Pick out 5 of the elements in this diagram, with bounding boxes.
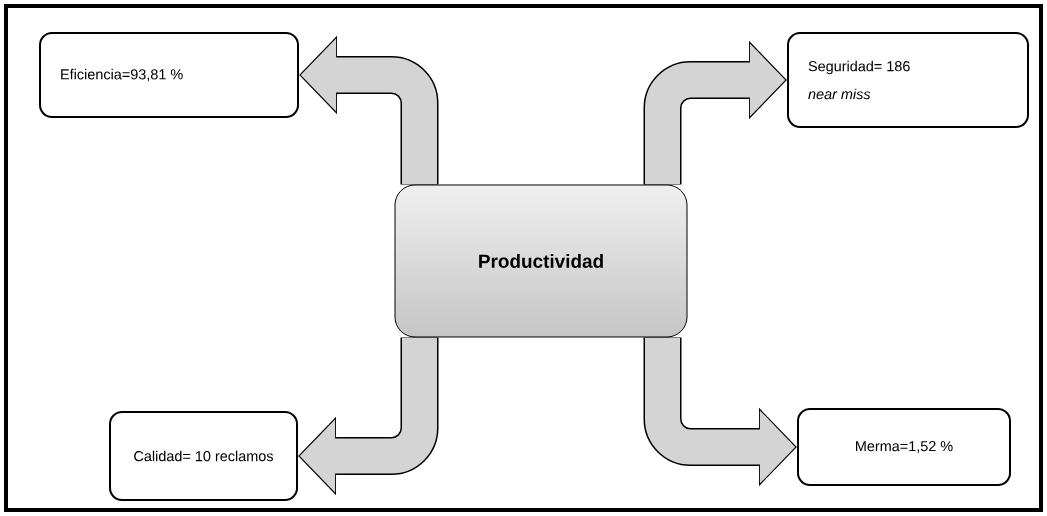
- process-box: Productividad: [394, 184, 688, 338]
- result-box: Merma=1,52 %: [797, 408, 1011, 486]
- result-box: Seguridad= 186 near miss: [787, 32, 1029, 128]
- result-box: Calidad= 10 reclamos: [109, 411, 298, 501]
- result-box: Eficiencia=93,81 %: [39, 32, 299, 118]
